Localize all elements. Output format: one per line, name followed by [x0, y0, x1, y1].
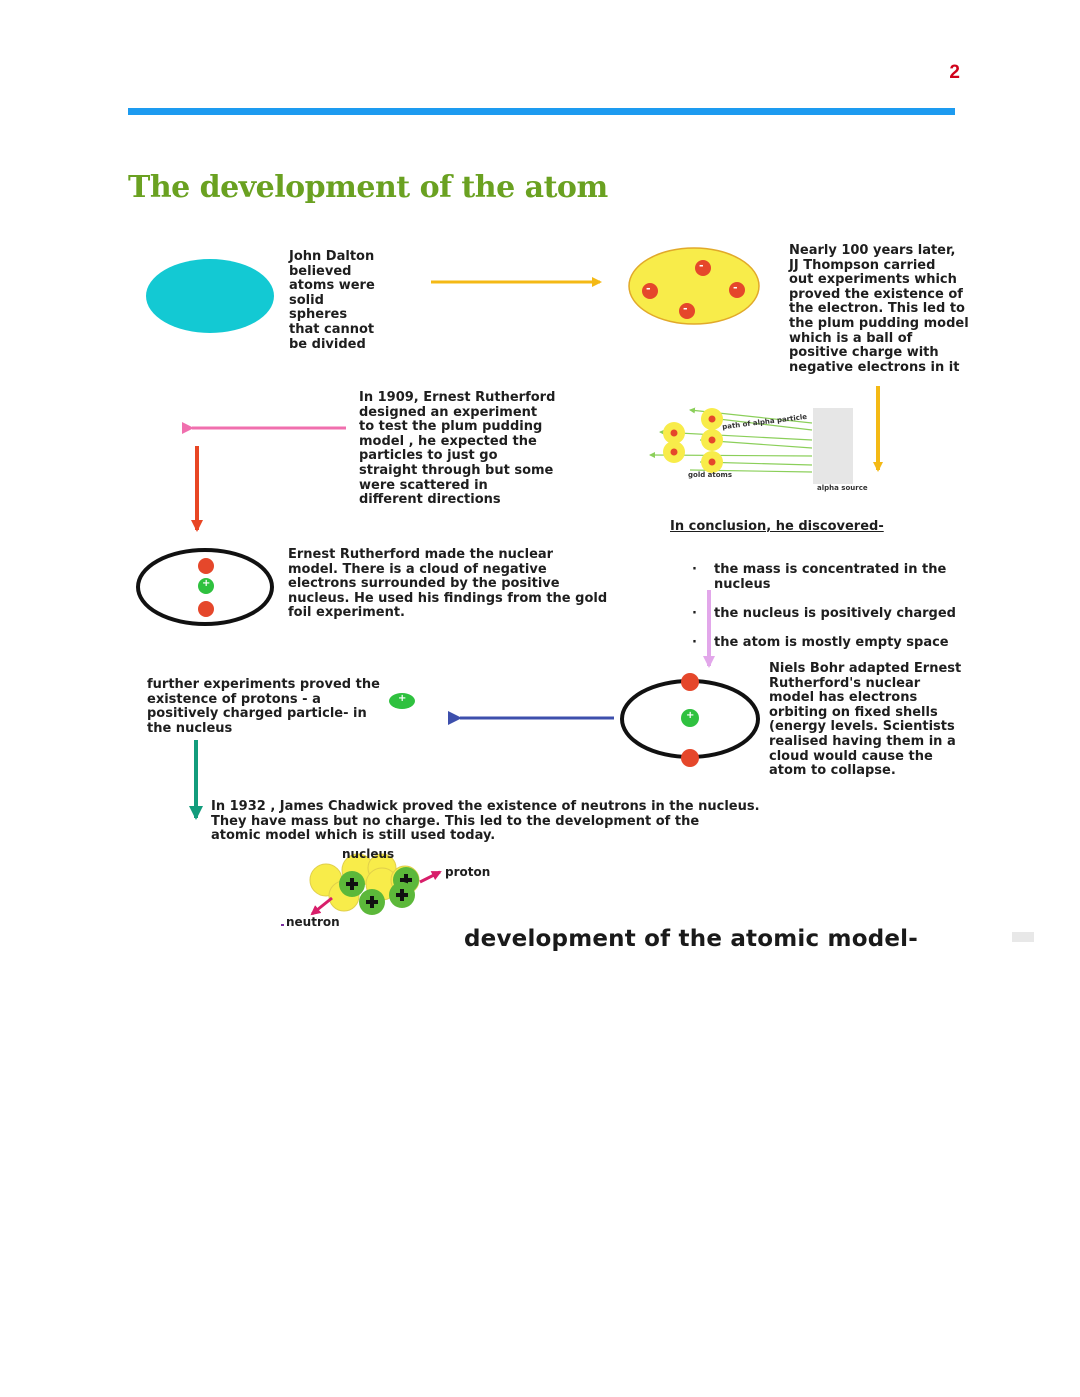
thompson-text: Nearly 100 years later, JJ Thompson carr… [789, 243, 969, 375]
plum-pudding-model [628, 247, 760, 325]
electron [198, 601, 214, 617]
rutherford-model-text: Ernest Rutherford made the nuclear model… [288, 547, 608, 621]
page-number: 2 [949, 62, 960, 83]
gold-foil-experiment [649, 407, 853, 484]
electron-minus: - [699, 259, 704, 272]
electron [679, 303, 695, 319]
conclusion-list: the mass is concentrated in the nucleus … [670, 549, 1070, 666]
label-neutron: neutron [286, 915, 340, 929]
alpha-source [813, 408, 853, 484]
chadwick-text: In 1932 , James Chadwick proved the exis… [211, 799, 760, 844]
conclusion-heading: In conclusion, he discovered- [670, 518, 884, 534]
figure-caption: development of the atomic model- [464, 926, 919, 952]
proton-icon [389, 693, 415, 709]
label-nucleus: nucleus [342, 847, 395, 861]
label-proton: proton [445, 865, 491, 879]
electron [695, 260, 711, 276]
conclusion-item: the mass is concentrated in the nucleus [670, 563, 1070, 592]
conclusion-item: the atom is mostly empty space [670, 636, 1070, 651]
nucleus-plus: + [202, 578, 211, 589]
header-rule [128, 108, 955, 115]
label-gold-atoms: gold atoms [688, 471, 733, 479]
electron [681, 749, 699, 767]
electron-minus: - [733, 281, 738, 294]
electron [198, 558, 214, 574]
page-title: The development of the atom [128, 170, 608, 205]
decorative-mark [1012, 932, 1034, 942]
bohr-model [620, 673, 760, 767]
bohr-text: Niels Bohr adapted Ernest Rutherford's n… [769, 661, 962, 779]
electron [642, 283, 658, 299]
conclusion-block: In conclusion, he discovered- the mass i… [670, 505, 1070, 680]
nucleus-plus: + [686, 710, 695, 721]
nucleus [198, 578, 214, 594]
label-alpha-source: alpha source [817, 484, 868, 492]
arrow-neutron-label [310, 896, 333, 916]
dalton-sphere [146, 259, 274, 333]
electron-minus: - [646, 282, 651, 295]
arrow-proton-label [419, 870, 442, 884]
dalton-text: John Dalton believed atoms were solid sp… [289, 249, 375, 352]
electron [681, 673, 699, 691]
conclusion-item: the nucleus is positively charged [670, 607, 1070, 622]
electron-minus: - [683, 302, 688, 315]
rutherford-experiment-text: In 1909, Ernest Rutherford designed an e… [359, 390, 556, 508]
electron [729, 282, 745, 298]
protons-text: further experiments proved the existence… [147, 677, 380, 736]
nucleus-diagram [281, 853, 442, 926]
rutherford-nuclear-model [136, 548, 274, 626]
nucleus [681, 709, 699, 727]
proton-plus: + [398, 693, 407, 704]
